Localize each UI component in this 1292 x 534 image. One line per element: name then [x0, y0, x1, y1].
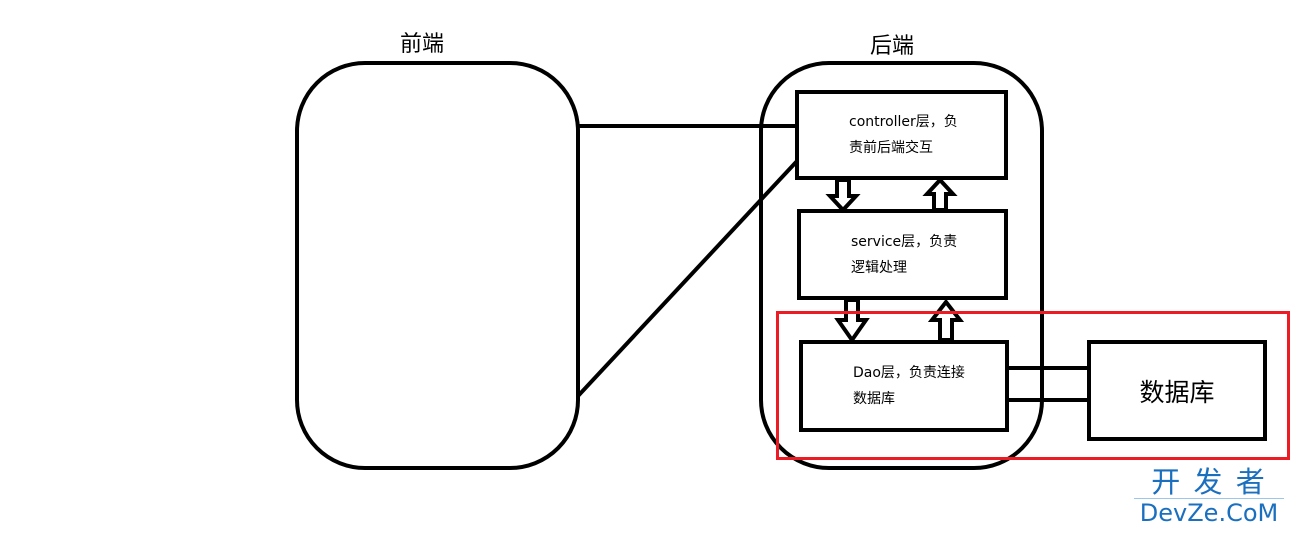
down-arrow-icon: [825, 178, 861, 213]
service-layer-box: service层，负责逻辑处理: [797, 209, 1008, 300]
dao-layer-label: Dao层，负责连接数据库: [853, 365, 965, 407]
backend-container: [759, 61, 1044, 470]
dao-layer-box: Dao层，负责连接数据库: [799, 340, 1009, 432]
database-label: 数据库: [1139, 377, 1215, 407]
controller-layer-box: controller层，负责前后端交互: [795, 90, 1008, 180]
controller-layer-label: controller层，负责前后端交互: [849, 114, 958, 156]
watermark-en: DevZe.CoM: [1139, 499, 1279, 527]
watermark-cn: 开 发 者: [1134, 466, 1284, 499]
frontend-container: [295, 61, 580, 470]
frontend-title: 前端: [400, 32, 445, 57]
service-layer-label: service层，负责逻辑处理: [851, 233, 958, 276]
up-arrow-icon: [922, 177, 958, 212]
down-arrow-icon: [834, 298, 870, 344]
highlight-rectangle: [776, 311, 1290, 460]
database-box: 数据库: [1087, 340, 1267, 441]
watermark-logo: 开 发 者 DevZe.CoM: [1134, 466, 1284, 527]
frontend-controller-diagonal-line: [576, 158, 800, 398]
backend-title: 后端: [870, 34, 915, 59]
